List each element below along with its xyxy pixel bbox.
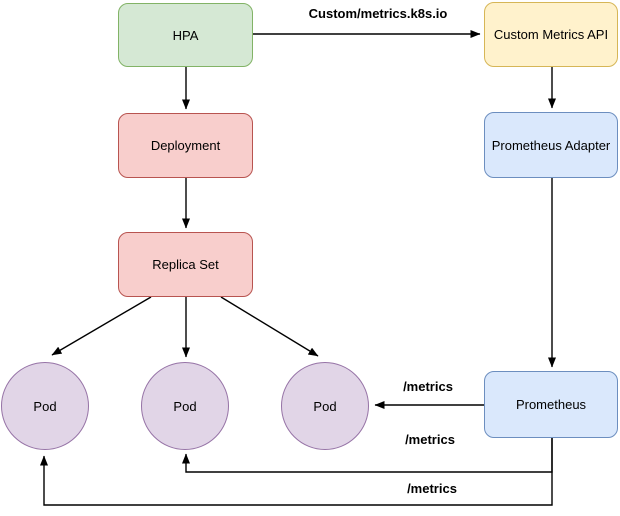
node-hpa-label: HPA xyxy=(172,27,199,43)
node-deployment-label: Deployment xyxy=(150,138,221,153)
node-replica-set: Replica Set xyxy=(118,232,253,297)
edge-label-custom-metrics-k8s-io: Custom/metrics.k8s.io xyxy=(308,6,448,21)
node-custom-metrics-api: Custom Metrics API xyxy=(484,2,618,67)
edge-replica-set-to-pod-1 xyxy=(51,296,152,356)
node-pod-1: Pod xyxy=(1,362,89,450)
node-deployment: Deployment xyxy=(118,113,253,178)
edge-label-metrics-pod-1: /metrics xyxy=(407,481,457,496)
edge-label-metrics-pod-3: /metrics xyxy=(403,379,453,394)
node-pod-3-label: Pod xyxy=(313,398,337,414)
edge-prometheus-to-pod-1 xyxy=(40,438,553,506)
edge-replica-set-to-pod-3 xyxy=(220,296,319,357)
node-replica-set-label: Replica Set xyxy=(152,257,219,272)
node-pod-2: Pod xyxy=(141,362,229,450)
node-prometheus-adapter-label: Prometheus Adapter xyxy=(491,137,611,153)
edge-prometheus-to-pod-2 xyxy=(182,438,553,473)
node-custom-metrics-api-label: Custom Metrics API xyxy=(493,27,609,42)
node-pod-3: Pod xyxy=(281,362,369,450)
node-pod-2-label: Pod xyxy=(173,398,197,414)
node-prometheus: Prometheus xyxy=(484,371,618,438)
node-hpa: HPA xyxy=(118,3,253,67)
node-pod-1-label: Pod xyxy=(33,398,57,414)
node-prometheus-label: Prometheus xyxy=(515,397,587,412)
node-prometheus-adapter: Prometheus Adapter xyxy=(484,112,618,178)
edge-label-metrics-pod-2: /metrics xyxy=(405,432,455,447)
